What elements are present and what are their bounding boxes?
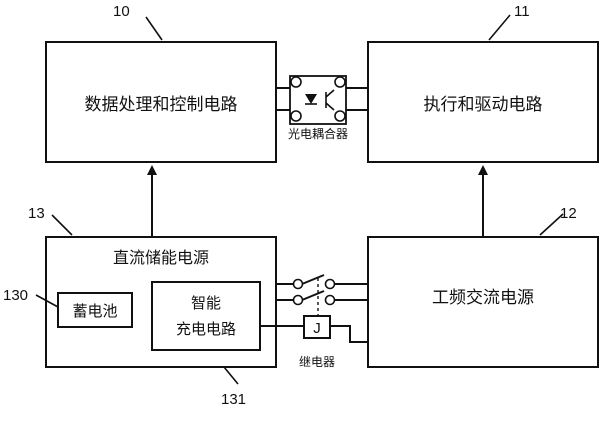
smart-charge-number: 131 (221, 391, 246, 408)
data-control-block: 数据处理和控制电路 10 (45, 3, 277, 163)
opto-transistor-emitter (325, 102, 335, 111)
opto-terminal-4 (334, 110, 346, 122)
exec-drive-label: 执行和驱动电路 (424, 95, 543, 115)
relay-contact-bottom-right (324, 294, 336, 306)
exec-drive-number: 11 (514, 3, 530, 20)
relay-contact-top-left (292, 278, 304, 290)
relay-contact-top-right (324, 278, 336, 290)
opto-transistor-collector (325, 89, 335, 98)
ac-power-box (367, 236, 599, 368)
ac-power-leader (539, 213, 564, 236)
battery-box (57, 292, 133, 328)
relay-coil-symbol: J (313, 320, 321, 337)
dc-storage-label: 直流储能电源 (113, 248, 209, 267)
relay-contact-bottom-left (292, 294, 304, 306)
opto-terminal-3 (334, 76, 346, 88)
smart-charge-label-line1: 智能 (191, 294, 221, 312)
battery-number: 130 (3, 287, 28, 304)
opto-body (289, 75, 347, 125)
opto-terminal-2 (290, 110, 302, 122)
relay-switch-top (301, 274, 325, 285)
data-control-box (45, 41, 277, 163)
optocoupler: 光电耦合器 (276, 75, 368, 141)
dc-storage-leader (51, 214, 73, 236)
smart-charge-box (151, 281, 261, 351)
data-control-label: 数据处理和控制电路 (85, 95, 238, 115)
exec-drive-block: 执行和驱动电路 11 (367, 3, 599, 163)
ac-power-block: 工频交流电源 12 (367, 205, 599, 368)
smart-charge-leader (223, 366, 239, 385)
battery-leader (35, 294, 59, 308)
smart-charge-label-line2: 充电电路 (176, 320, 236, 338)
relay: J 继电器 (260, 274, 368, 369)
ac-power-number: 12 (560, 205, 577, 222)
exec-drive-leader (488, 14, 511, 41)
dc-storage-number: 13 (28, 205, 45, 222)
ac-power-label: 工频交流电源 (432, 288, 534, 308)
dc-storage-block: 直流储能电源 13 蓄电池 130 智能 充电电路 131 (3, 205, 277, 408)
data-control-leader (145, 16, 163, 41)
opto-terminal-1 (290, 76, 302, 88)
opto-led-icon (305, 94, 317, 104)
relay-label: 继电器 (299, 355, 335, 369)
data-control-number: 10 (113, 3, 130, 20)
optocoupler-label: 光电耦合器 (288, 126, 348, 141)
relay-coil-wire-right (330, 325, 368, 343)
battery-label: 蓄电池 (72, 302, 117, 320)
exec-drive-box (367, 41, 599, 163)
relay-switch-bottom (301, 290, 325, 301)
